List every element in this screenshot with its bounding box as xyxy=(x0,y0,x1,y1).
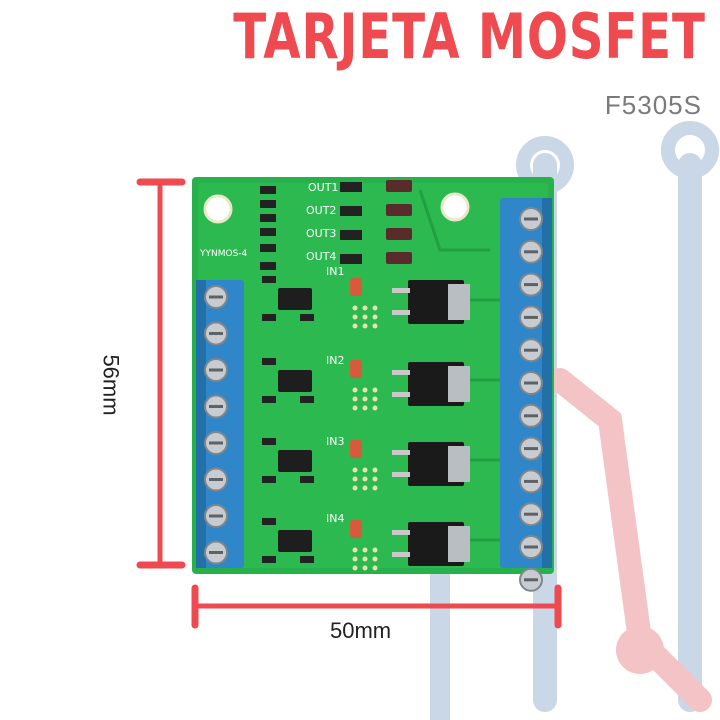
in4-label: IN4 xyxy=(326,512,344,525)
terminal-screw xyxy=(519,502,543,527)
optocoupler xyxy=(278,288,312,310)
diode xyxy=(350,278,362,296)
optocoupler xyxy=(278,370,312,392)
optocoupler xyxy=(278,530,312,552)
channel-1 xyxy=(262,276,470,329)
out2-label: OUT2 xyxy=(306,204,336,217)
terminal-screw xyxy=(204,358,228,382)
left-terminal-block xyxy=(196,280,244,568)
terminal-screw xyxy=(204,540,228,565)
width-dimension-line xyxy=(191,584,562,629)
terminal-screw xyxy=(204,394,228,419)
height-dimension-line xyxy=(136,178,186,569)
terminal-screw xyxy=(204,285,228,309)
terminal-screw xyxy=(204,321,228,346)
diode xyxy=(350,440,362,458)
terminal-screw xyxy=(519,272,543,297)
optocoupler xyxy=(278,450,312,472)
diode xyxy=(350,360,362,378)
terminal-screw xyxy=(204,431,228,455)
in3-label: IN3 xyxy=(326,435,344,448)
board-model-text: YYNMOS-4 xyxy=(199,249,248,259)
in2-label: IN2 xyxy=(326,354,344,367)
terminal-screw xyxy=(519,338,543,363)
in1-label: IN1 xyxy=(326,265,344,278)
out3-label: OUT3 xyxy=(306,227,336,240)
mounting-hole xyxy=(203,194,233,224)
terminal-screw xyxy=(204,504,228,528)
terminal-screw xyxy=(519,305,543,330)
out4-label: OUT4 xyxy=(306,250,336,263)
terminal-screw xyxy=(519,207,543,231)
mounting-hole xyxy=(440,192,470,222)
channel-2 xyxy=(262,358,470,411)
terminal-screw xyxy=(519,567,543,592)
channel-3 xyxy=(262,438,470,491)
terminal-screw xyxy=(519,469,543,494)
terminal-screw xyxy=(519,239,543,264)
terminal-screw xyxy=(519,436,543,461)
width-dimension-label: 50mm xyxy=(330,618,392,643)
model-subtitle: F5305S xyxy=(604,90,702,120)
height-dimension-label: 56mm xyxy=(98,354,124,416)
mosfet-board xyxy=(192,177,554,592)
page-title: TARJETA MOSFET xyxy=(233,0,706,73)
terminal-screw xyxy=(204,467,228,492)
diode xyxy=(350,520,362,538)
terminal-screw xyxy=(519,371,543,395)
out1-label: OUT1 xyxy=(308,181,338,194)
channel-4 xyxy=(262,518,470,571)
terminal-screw xyxy=(519,535,543,559)
terminal-screw xyxy=(519,403,543,428)
